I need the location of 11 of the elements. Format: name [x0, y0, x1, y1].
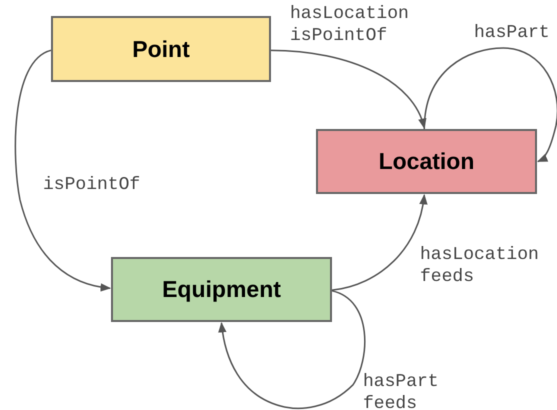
class-name: Equipment — [162, 275, 281, 304]
arrow — [14, 50, 112, 292]
arrow — [424, 47, 557, 162]
arrow — [270, 50, 426, 129]
class-name: Point — [132, 34, 190, 64]
class-name: Location — [378, 147, 474, 176]
arrow — [218, 290, 366, 410]
class-box — [111, 257, 332, 322]
arrow — [332, 194, 428, 291]
class-box — [316, 129, 537, 194]
class-box — [51, 16, 271, 82]
